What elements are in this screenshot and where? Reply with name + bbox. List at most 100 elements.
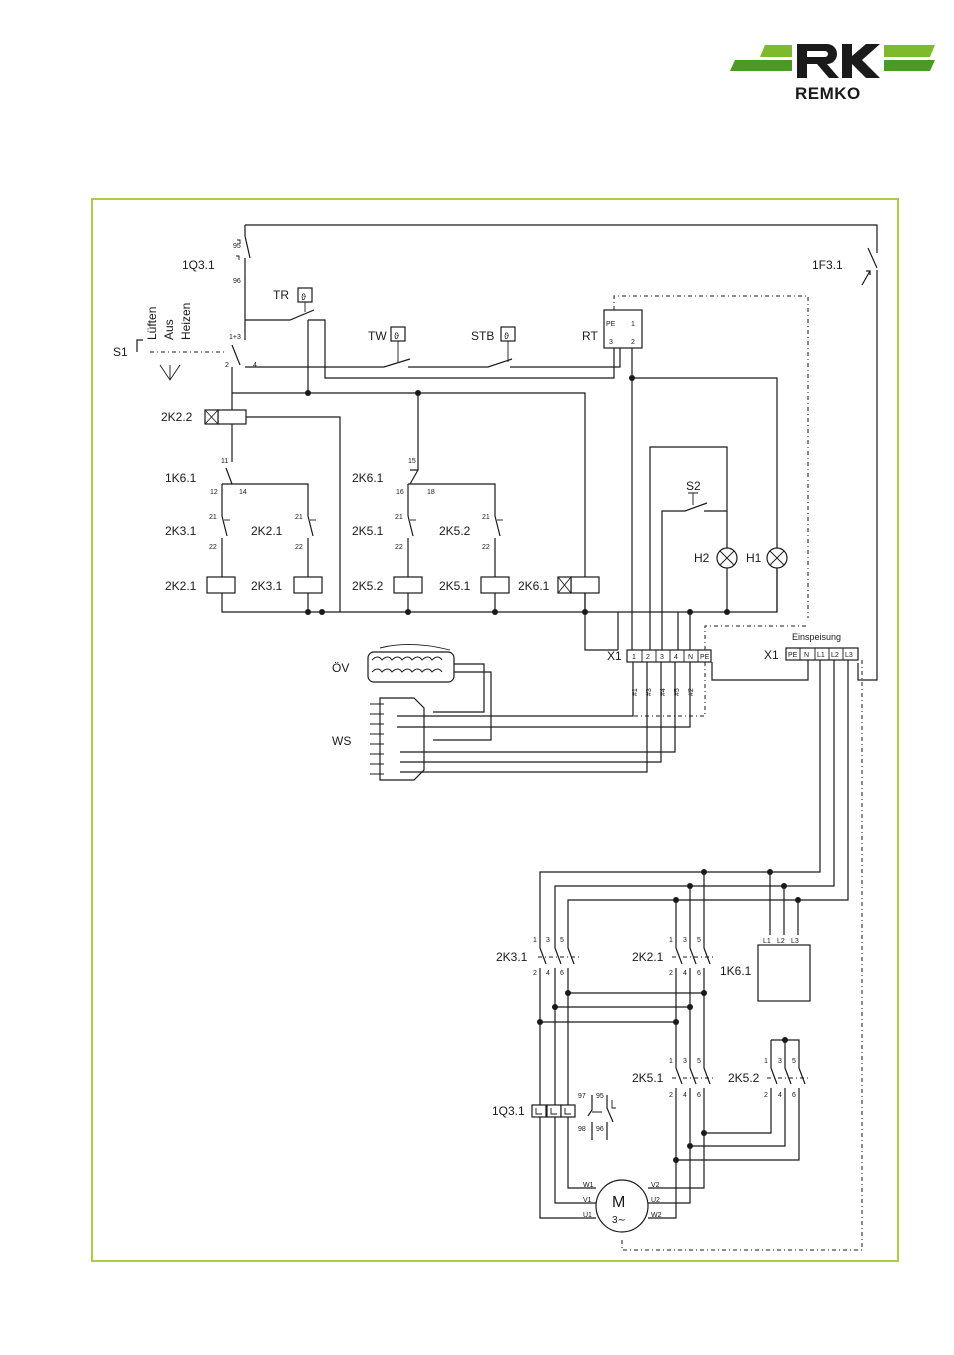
- ov-label: ÖV: [332, 661, 349, 675]
- k51-contact-label: 2K5.1: [352, 524, 384, 538]
- tw-label: TW: [368, 329, 387, 343]
- c-21a: 21: [209, 514, 217, 521]
- coil-k52-label: 2K5.2: [352, 579, 384, 593]
- oil-preheater-and-ws: ÖV WS: [332, 644, 690, 780]
- k31-p6: 6: [560, 970, 564, 977]
- remko-logo: REMKO: [730, 40, 935, 103]
- control-circuit: 95 96 1Q3.1 1F3.1 ϑ TR 1+3 2 4 S1 Lüften…: [113, 225, 877, 716]
- k21-p5: 5: [697, 937, 701, 944]
- s1-pin-13: 1+3: [229, 334, 241, 341]
- c-18: 18: [427, 489, 435, 496]
- k61-aux-label: 2K6.1: [352, 471, 384, 485]
- x1r-tn: N: [804, 652, 809, 659]
- q3-98: 98: [578, 1126, 586, 1133]
- stb-label: STB: [471, 329, 494, 343]
- stb-theta: ϑ: [504, 331, 509, 341]
- x1r-tl1: L1: [817, 652, 825, 659]
- motor-v1: V1: [583, 1197, 592, 1204]
- tr-theta: ϑ: [301, 292, 306, 302]
- x1l-tpe: PE: [700, 654, 710, 661]
- k61-l2: L2: [777, 938, 785, 945]
- coil-k51-label: 2K5.1: [439, 579, 471, 593]
- diagram-frame: [92, 199, 898, 1261]
- rt-label: RT: [582, 329, 598, 343]
- k31-p5: 5: [560, 937, 564, 944]
- c-22c: 22: [395, 544, 403, 551]
- q3-pin-95: 95: [233, 243, 241, 250]
- einspeisung-label: Einspeisung: [792, 632, 841, 642]
- wire-mark-2: #2: [688, 688, 695, 696]
- x1l-tn: N: [688, 654, 693, 661]
- k31-main-label: 2K3.1: [496, 950, 528, 964]
- k52-contact-label: 2K5.2: [439, 524, 471, 538]
- x1r-tpe: PE: [788, 652, 798, 659]
- motor-phase: 3∼: [612, 1215, 626, 1226]
- k21-p2: 2: [669, 970, 673, 977]
- k51-p4: 4: [683, 1092, 687, 1099]
- k52-p1: 1: [764, 1058, 768, 1065]
- c-22b: 22: [295, 544, 303, 551]
- x1l-t2: 2: [646, 654, 650, 661]
- motor-m: M: [612, 1194, 625, 1211]
- c-21d: 21: [482, 514, 490, 521]
- k21-main-label: 2K2.1: [632, 950, 664, 964]
- x1-terminal-strip-left: 1 2 3 4 N PE X1: [607, 649, 711, 663]
- k21-p4: 4: [683, 970, 687, 977]
- tr-label: TR: [273, 288, 289, 302]
- x1l-t4: 4: [674, 654, 678, 661]
- k52-p3: 3: [778, 1058, 782, 1065]
- k21-p6: 6: [697, 970, 701, 977]
- k51-p1: 1: [669, 1058, 673, 1065]
- coil-k51: [481, 577, 509, 593]
- k21-p3: 3: [683, 937, 687, 944]
- s1-position-lueften: Lüften: [145, 307, 159, 340]
- power-circuit: L1 L2 L3 1K6.1 1 3 5 2 4 6 2K3.1 1 3 5 2…: [492, 660, 862, 1250]
- k31-p1: 1: [533, 937, 537, 944]
- k31-p3: 3: [546, 937, 550, 944]
- rt-pin-2: 2: [631, 339, 635, 346]
- motor-w2: W2: [651, 1212, 662, 1219]
- c-14: 14: [239, 489, 247, 496]
- motor-v2: V2: [651, 1182, 660, 1189]
- x1r-tl3: L3: [845, 652, 853, 659]
- k52-main-label: 2K5.2: [728, 1071, 760, 1085]
- q3-main-label: 1Q3.1: [492, 1104, 525, 1118]
- logo-wordmark: REMKO: [795, 84, 861, 103]
- x1r-tl2: L2: [831, 652, 839, 659]
- motor-u2: U2: [651, 1197, 660, 1204]
- c-15: 15: [408, 458, 416, 465]
- tw-theta: ϑ: [394, 331, 399, 341]
- k51-p2: 2: [669, 1092, 673, 1099]
- c-11: 11: [221, 458, 228, 465]
- coil-k31-label: 2K3.1: [251, 579, 283, 593]
- c-21b: 21: [295, 514, 303, 521]
- ws-block: [380, 698, 424, 780]
- x1l-t3: 3: [660, 654, 664, 661]
- k51-p3: 3: [683, 1058, 687, 1065]
- rt-pin-pe: PE: [606, 321, 616, 328]
- rt-pin-1: 1: [631, 321, 635, 328]
- c-22a: 22: [209, 544, 217, 551]
- rt-pin-3: 3: [609, 339, 613, 346]
- x1-left-label: X1: [607, 649, 622, 663]
- coil-k21: [207, 577, 235, 593]
- k52-p6: 6: [792, 1092, 796, 1099]
- coil-k31: [294, 577, 322, 593]
- c-12: 12: [210, 489, 218, 496]
- f3-label: 1F3.1: [812, 258, 843, 272]
- q3-label: 1Q3.1: [182, 258, 215, 272]
- k22-coil: [218, 410, 246, 424]
- coil-k52: [394, 577, 422, 593]
- k31-contact-label: 2K3.1: [165, 524, 197, 538]
- s1-position-heizen: Heizen: [179, 303, 193, 340]
- motor-w1: W1: [583, 1182, 594, 1189]
- h2-label: H2: [694, 551, 710, 565]
- k52-p4: 4: [778, 1092, 782, 1099]
- c-21c: 21: [395, 514, 403, 521]
- k31-p2: 2: [533, 970, 537, 977]
- k61-l1: L1: [763, 938, 771, 945]
- c-22d: 22: [482, 544, 490, 551]
- s1-pin-2: 2: [225, 362, 229, 369]
- q3-pin-96: 96: [233, 278, 241, 285]
